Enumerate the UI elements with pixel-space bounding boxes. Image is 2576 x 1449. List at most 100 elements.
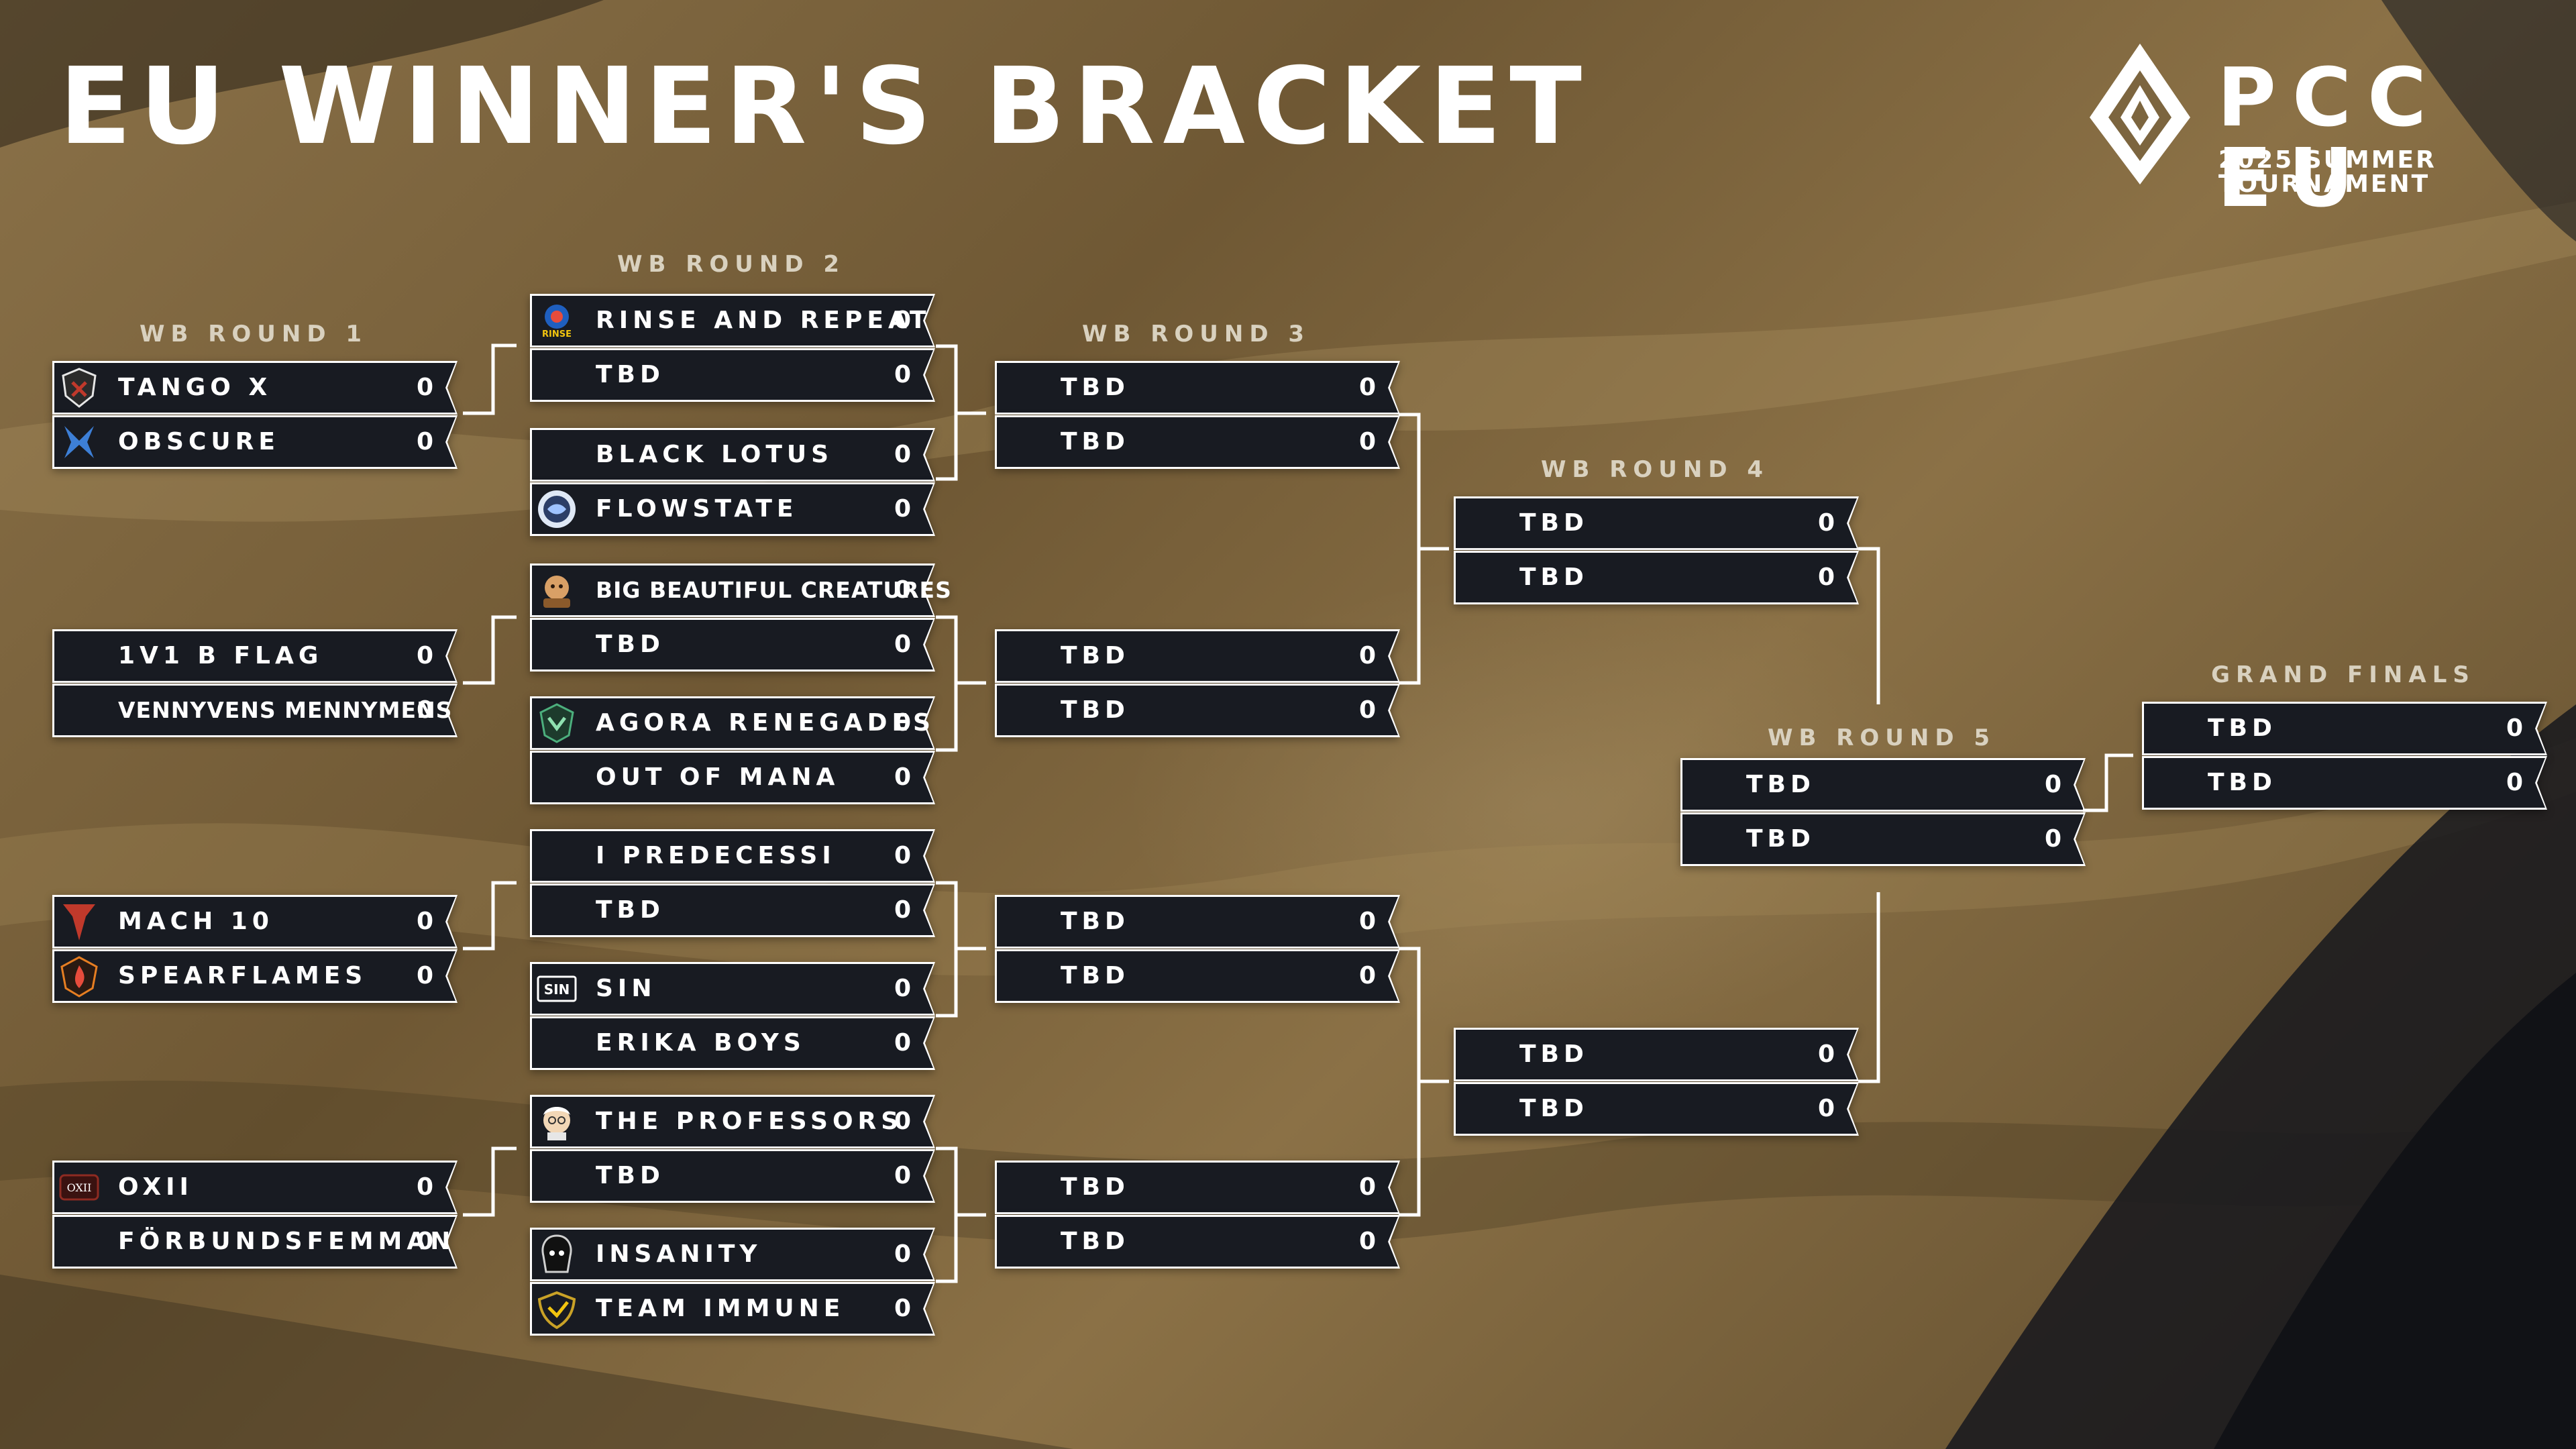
team-name: SPEARFLAMES — [118, 962, 368, 989]
team-slot-panel — [532, 566, 933, 615]
team-name: SIN — [596, 975, 657, 1002]
round-label-wb-round-5: WB ROUND 5 — [1767, 724, 1996, 751]
insanity-logo-icon — [535, 1233, 578, 1276]
oxii-logo-icon: OXII — [58, 1166, 101, 1209]
team-slot: TEAM IMMUNE 0 — [530, 1282, 935, 1336]
team-score: 0 — [894, 1295, 911, 1322]
team-name: TEAM IMMUNE — [596, 1295, 845, 1322]
team-slot-panel — [997, 686, 1398, 735]
team-slot: TBD 0 — [530, 1149, 935, 1203]
team-score: 0 — [1817, 1095, 1835, 1122]
team-name: INSANITY — [596, 1240, 762, 1268]
mach-10-logo-icon — [58, 900, 101, 943]
team-score: 0 — [894, 495, 911, 523]
team-name: TBD — [1746, 825, 1815, 853]
team-score: 0 — [416, 908, 433, 935]
team-score: 0 — [894, 1240, 911, 1268]
team-slot-panel — [532, 831, 933, 881]
tango-x-logo-icon — [58, 366, 101, 409]
pcc-eu-logo: PCC EU 2025 SUMMER TOURNAMENT — [2090, 44, 2526, 219]
team-slot: TBD 0 — [1454, 1028, 1859, 1081]
team-name: RINSE AND REPEAT — [596, 307, 931, 334]
team-score: 0 — [894, 842, 911, 869]
team-score: 0 — [1817, 1040, 1835, 1068]
team-score: 0 — [894, 1162, 911, 1189]
obscure-logo-icon — [58, 421, 101, 464]
team-slot-panel — [54, 686, 455, 735]
round-label-grand-finals: GRAND FINALS — [2211, 661, 2475, 688]
team-slot-panel — [54, 1217, 455, 1267]
team-score: 0 — [894, 896, 911, 924]
team-score: 0 — [894, 763, 911, 791]
team-name: TBD — [1061, 642, 1130, 669]
team-score: 0 — [1358, 1228, 1376, 1255]
team-immune-logo-icon — [535, 1287, 578, 1330]
pcc-diamond-logo-icon — [2090, 44, 2190, 184]
team-score: 0 — [894, 1108, 911, 1135]
team-name: OUT OF MANA — [596, 763, 840, 791]
team-score: 0 — [894, 441, 911, 468]
team-slot-panel — [997, 417, 1398, 467]
team-slot-panel — [54, 631, 455, 681]
team-slot-panel — [997, 363, 1398, 413]
team-score: 0 — [894, 361, 911, 388]
tournament-subtitle: 2025 SUMMER TOURNAMENT — [2218, 146, 2436, 198]
team-slot-panel — [1456, 1030, 1857, 1079]
sin-logo-icon: SIN — [535, 967, 578, 1010]
team-name: TBD — [1061, 908, 1130, 935]
brand-name: PCC EU — [2217, 52, 2443, 225]
team-slot-panel — [532, 1018, 933, 1068]
team-name: MACH 10 — [118, 908, 274, 935]
team-slot: TBD 0 — [995, 629, 1400, 683]
team-score: 0 — [1358, 962, 1376, 989]
team-slot-panel — [997, 631, 1398, 681]
team-slot: I PREDECESSI 0 — [530, 829, 935, 883]
team-slot: OUT OF MANA 0 — [530, 751, 935, 804]
team-slot-panel — [532, 620, 933, 669]
team-name: TBD — [596, 1162, 665, 1189]
svg-text:SIN: SIN — [544, 981, 570, 998]
team-score: 0 — [1817, 564, 1835, 591]
team-name: I PREDECESSI — [596, 842, 836, 869]
team-score: 0 — [894, 1029, 911, 1057]
team-name: TBD — [1061, 962, 1130, 989]
team-slot-panel — [1456, 553, 1857, 602]
round-label-wb-round-2: WB ROUND 2 — [616, 251, 846, 278]
the-professors-logo-icon — [535, 1100, 578, 1143]
team-slot: ERIKA BOYS 0 — [530, 1016, 935, 1070]
team-name: TBD — [1061, 696, 1130, 724]
team-score: 0 — [1358, 642, 1376, 669]
team-name: TANGO X — [118, 374, 272, 401]
team-name: ERIKA BOYS — [596, 1029, 806, 1057]
team-name: TBD — [1519, 509, 1589, 537]
team-slot-panel — [532, 296, 933, 345]
team-slot-panel — [997, 951, 1398, 1001]
team-score: 0 — [2044, 771, 2061, 798]
round-label-wb-round-4: WB ROUND 4 — [1540, 456, 1770, 483]
team-name: TBD — [1746, 771, 1815, 798]
page-title: EU WINNER'S BRACKET — [59, 45, 1590, 168]
team-name: TBD — [1519, 1040, 1589, 1068]
team-score: 0 — [1817, 509, 1835, 537]
team-name: TBD — [2208, 714, 2277, 742]
round-label-wb-round-1: WB ROUND 1 — [139, 321, 368, 347]
team-name: TBD — [1519, 564, 1589, 591]
